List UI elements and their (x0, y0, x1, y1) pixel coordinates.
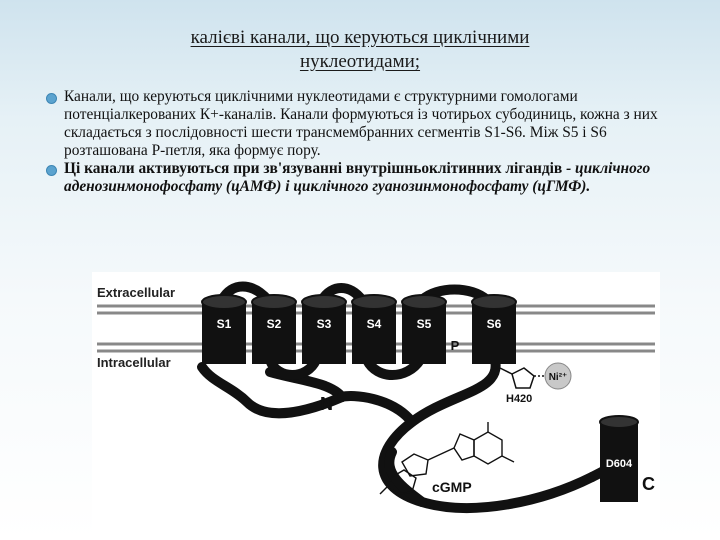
cgmp-purine-5ring (453, 433, 475, 461)
bullet-text-2f: ). (581, 178, 591, 195)
segment-s2-body (252, 302, 296, 364)
bullet-text-1: Канали, що керуються циклічними нуклеоти… (64, 88, 658, 159)
segment-s5-body (402, 302, 446, 364)
segment-s5-cap (401, 294, 447, 310)
segment-s2-label: S2 (267, 317, 282, 331)
cgmp-ribose-ring (401, 453, 429, 477)
bullet-icon (46, 165, 57, 176)
helix-d604-body (600, 422, 638, 502)
chain-c-linker (378, 355, 597, 513)
cgmp-molecule (379, 422, 515, 495)
segment-s3-label: S3 (317, 317, 332, 331)
label-p-loop: P (451, 338, 460, 353)
segment-s3-body (302, 302, 346, 364)
segment-s4-label: S4 (367, 317, 382, 331)
segment-s6: S6 (471, 294, 517, 364)
segment-s4-cap (351, 294, 397, 310)
label-h420: H420 (506, 393, 532, 405)
segment-s1-label: S1 (217, 317, 232, 331)
bullet-text-2b: - циклічного аденозинмонофосфату ( (64, 160, 651, 195)
cgmp-amine (501, 455, 515, 463)
bullet-text-2e: цГМФ (537, 178, 582, 195)
cgmp-purine-6ring (473, 431, 503, 465)
chain-inner-loop (384, 447, 427, 507)
loop-s2-s3 (265, 355, 321, 380)
channel-diagram-svg: Extracellular Intracellular (97, 281, 655, 513)
segment-s2-cap (251, 294, 297, 310)
label-ni: Ni²⁺ (549, 372, 568, 383)
helix-d604: D604 (599, 415, 639, 502)
segment-s5-label: S5 (417, 317, 432, 331)
title-line-2: нуклеотидами; (299, 51, 421, 72)
label-c-terminus: C (642, 474, 655, 494)
bullet-icon (46, 93, 57, 104)
channel-diagram: Extracellular Intracellular (92, 272, 660, 534)
segment-s5: S5 (401, 294, 447, 364)
helix-d604-cap (599, 415, 639, 429)
bullet-list: Канали, що керуються циклічними нуклеоти… (44, 88, 674, 196)
bullet-item-2: Ці канали активуються при зв'язуванні вн… (44, 160, 674, 196)
loop-s4-s5 (362, 355, 425, 380)
label-d604: D604 (606, 458, 633, 470)
segments: S1 S2 S3 S4 S5 (201, 294, 517, 364)
title-line-1: калієві канали, що керуються циклічними (190, 27, 530, 48)
cgmp-glycosidic-bond (427, 447, 455, 461)
segment-s1: S1 (201, 294, 247, 364)
cgmp-p-o-bond (379, 485, 389, 495)
segment-s6-label: S6 (487, 317, 502, 331)
histidine-bond (499, 367, 513, 375)
label-intracellular: Intracellular (97, 355, 171, 370)
ni-ion-icon (544, 362, 572, 390)
segment-s6-cap (471, 294, 517, 310)
segment-s4-body (352, 302, 396, 364)
label-extracellular: Extracellular (97, 285, 175, 300)
slide-title: калієві канали, що керуються циклічними … (0, 26, 720, 74)
histidine-site (499, 367, 544, 389)
chain-middle (337, 391, 417, 427)
segment-s3-cap (301, 294, 347, 310)
label-n-terminus: N (320, 394, 333, 414)
bullet-text-2c: цАМФ (231, 178, 277, 195)
segment-s1-body (202, 302, 246, 364)
segment-s6-body (472, 302, 516, 364)
imidazole-ring (511, 367, 535, 389)
chain-n-terminus (197, 362, 347, 419)
segment-s4: S4 (351, 294, 397, 364)
segment-s1-cap (201, 294, 247, 310)
bullet-text-2d: ) і циклічного гуанозинмонофосфату ( (276, 178, 538, 195)
bullet-text-2a: Ці канали активуються при зв'язуванні вн… (64, 160, 563, 177)
bullet-item-1: Канали, що керуються циклічними нуклеоти… (44, 88, 674, 160)
label-cgmp: cGMP (432, 479, 472, 495)
segment-s3: S3 (301, 294, 347, 364)
segment-s2: S2 (251, 294, 297, 364)
